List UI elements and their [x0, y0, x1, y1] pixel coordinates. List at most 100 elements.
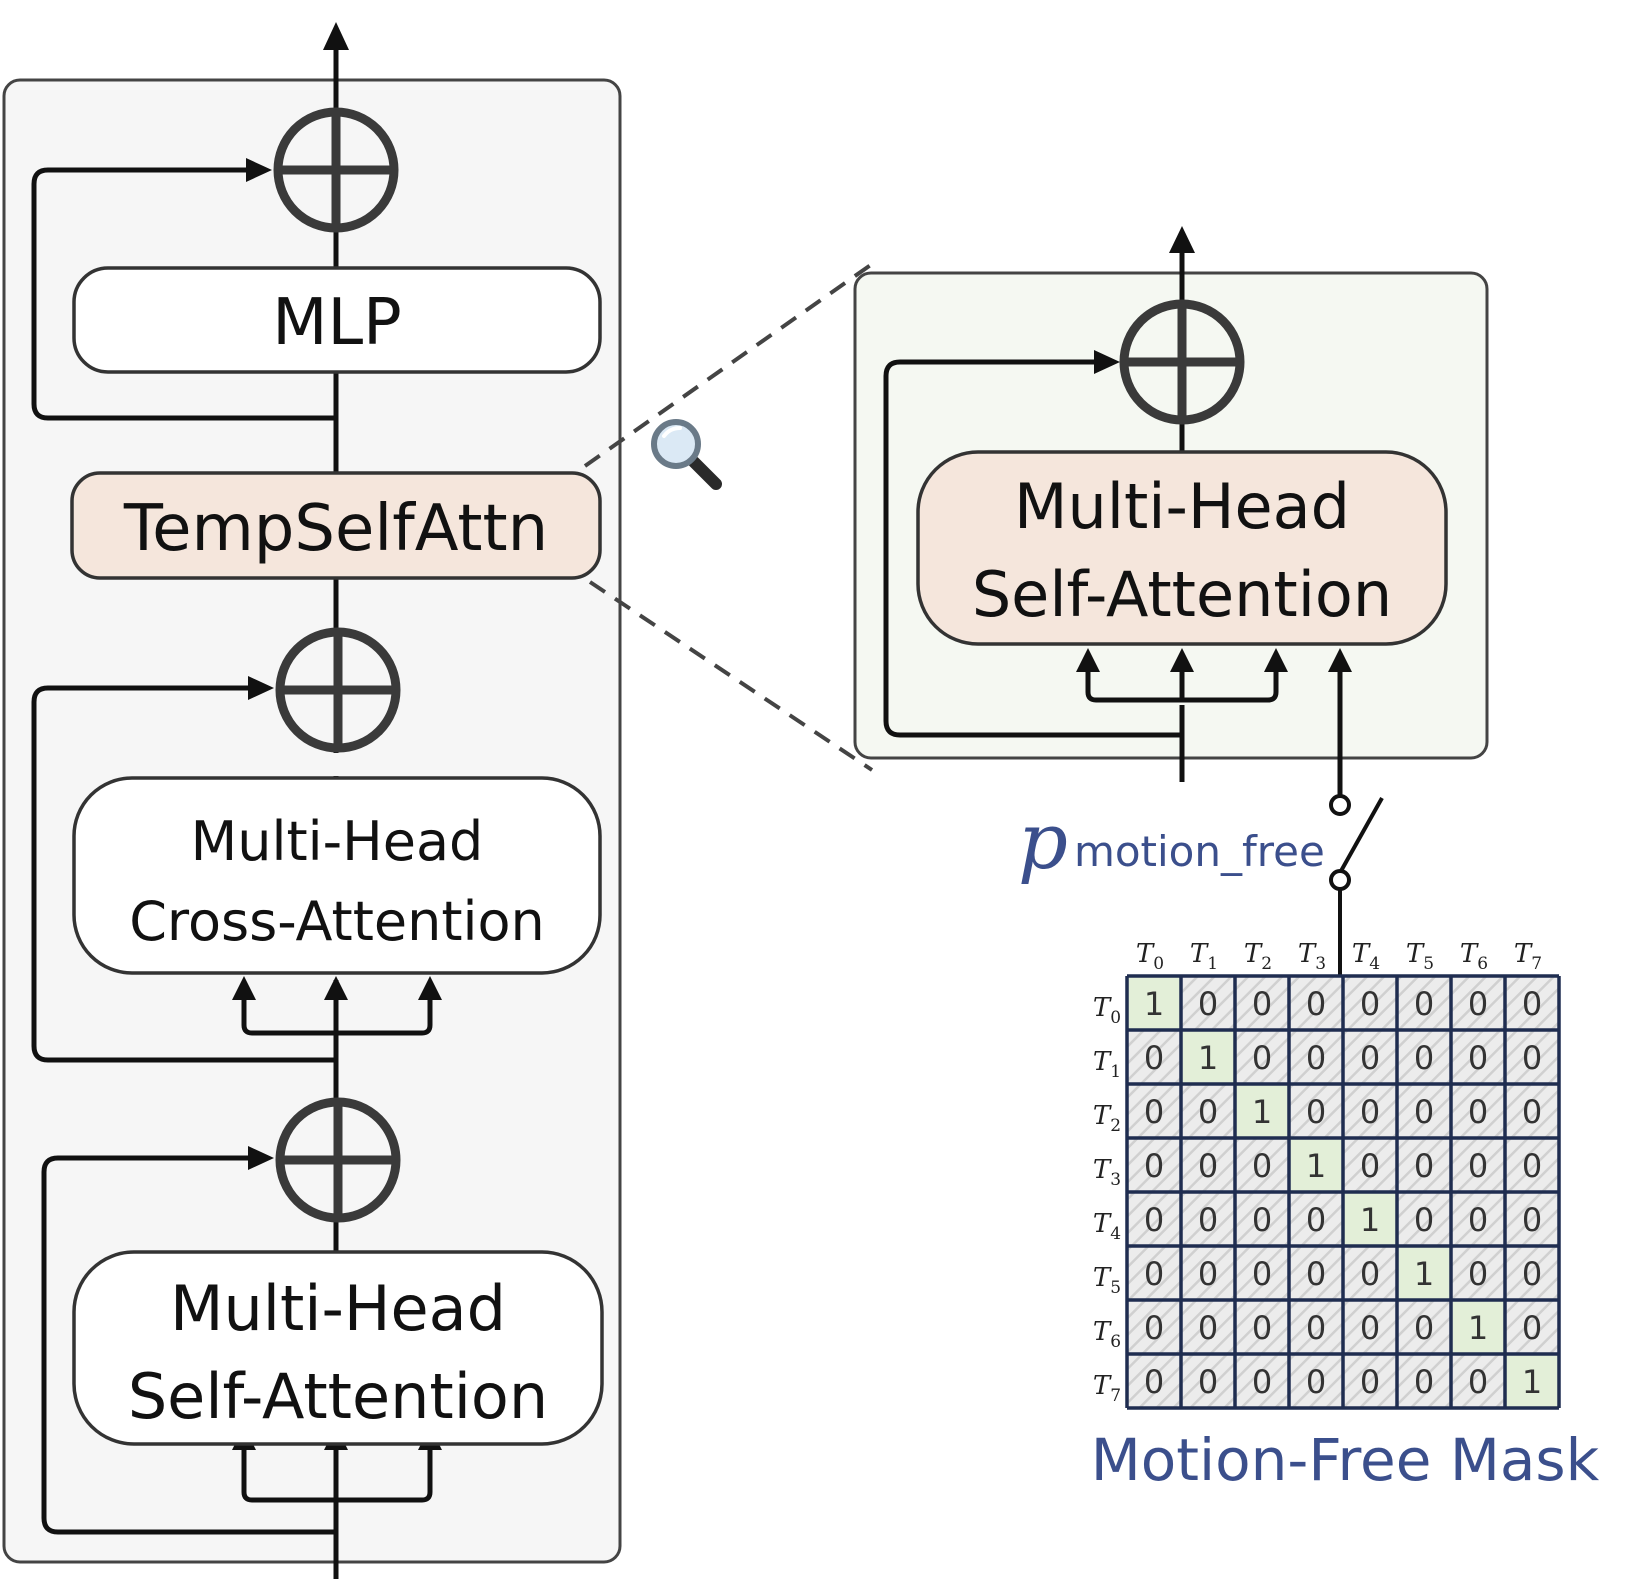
- mask-row-label: T7: [1093, 1371, 1121, 1406]
- mask-cell: [1235, 1354, 1289, 1408]
- mask-cell-value: 0: [1198, 1201, 1218, 1239]
- mask-cell-value: 0: [1360, 985, 1380, 1023]
- mask-cell-value: 0: [1306, 1363, 1326, 1401]
- mask-row-label: T1: [1093, 1047, 1121, 1082]
- mask-cell: [1289, 1192, 1343, 1246]
- mask-cell: [1235, 1246, 1289, 1300]
- mask-cell: [1397, 976, 1451, 1030]
- mask-cell: [1343, 1192, 1397, 1246]
- mask-cell: [1505, 1030, 1559, 1084]
- mask-cell-value: 1: [1252, 1093, 1272, 1131]
- mask-cell-value: 0: [1198, 985, 1218, 1023]
- zoom-input-arrows: [1076, 648, 1352, 798]
- mask-cell: [1397, 1246, 1451, 1300]
- mask-cell-value: 0: [1414, 1309, 1434, 1347]
- mask-cell: [1181, 1030, 1235, 1084]
- mask-cell: [1127, 1354, 1181, 1408]
- mask-cell-value: 0: [1306, 1309, 1326, 1347]
- mask-cell: [1127, 1300, 1181, 1354]
- mask-cell-value: 1: [1468, 1309, 1488, 1347]
- mask-cell: [1127, 1084, 1181, 1138]
- mask-title: Motion-Free Mask: [1091, 1426, 1600, 1494]
- mask-cell: [1397, 1192, 1451, 1246]
- mask-cell-value: 0: [1522, 1147, 1542, 1185]
- mask-cell-value: 0: [1198, 1255, 1218, 1293]
- mask-cell: [1127, 976, 1181, 1030]
- mask-cell: [1181, 1192, 1235, 1246]
- mask-cell-value: 0: [1144, 1363, 1164, 1401]
- mask-cell: [1343, 1246, 1397, 1300]
- mask-cell: [1451, 1354, 1505, 1408]
- mask-cell-value: 0: [1522, 985, 1542, 1023]
- mask-cell: [1181, 1138, 1235, 1192]
- left-skip-connections: [31, 158, 336, 1535]
- mask-cell-value: 0: [1198, 1309, 1218, 1347]
- mask-cell-value: 0: [1360, 1363, 1380, 1401]
- mask-cell: [1289, 1030, 1343, 1084]
- self-attention-block: [72, 1250, 604, 1446]
- mask-cell-value: 0: [1144, 1039, 1164, 1077]
- add-circle-middle: [275, 627, 401, 753]
- mask-cell-value: 0: [1252, 1363, 1272, 1401]
- mask-cell: [1289, 1246, 1343, 1300]
- mask-cell: [1451, 1030, 1505, 1084]
- mask-row-label: T0: [1093, 993, 1121, 1028]
- mask-cell-value: 1: [1414, 1255, 1434, 1293]
- mask-cell-value: 0: [1306, 1093, 1326, 1131]
- mask-cell: [1343, 1138, 1397, 1192]
- mlp-label: MLP: [272, 286, 401, 360]
- temp-self-attn-block: [70, 471, 602, 580]
- mask-cell: [1505, 1246, 1559, 1300]
- mask-cell-value: 0: [1522, 1201, 1542, 1239]
- mask-cell-value: 0: [1360, 1309, 1380, 1347]
- mask-cell-value: 0: [1360, 1147, 1380, 1185]
- mask-row-label: T4: [1093, 1209, 1121, 1244]
- mask-cell: [1289, 1138, 1343, 1192]
- mask-cell-value: 0: [1144, 1147, 1164, 1185]
- mask-col-label: T1: [1190, 939, 1218, 974]
- mask-cell-value: 0: [1360, 1255, 1380, 1293]
- temp-self-attn-label: TempSelfAttn: [123, 492, 548, 566]
- mask-cell-value: 1: [1198, 1039, 1218, 1077]
- mask-cell-value: 0: [1144, 1093, 1164, 1131]
- mask-row-label: T5: [1093, 1263, 1121, 1298]
- mask-cell: [1505, 1084, 1559, 1138]
- self-attention-label-line2: Self-Attention: [128, 1360, 548, 1433]
- mask-cell: [1505, 1138, 1559, 1192]
- mask-row-label: T3: [1093, 1155, 1121, 1190]
- mask-cell-value: 0: [1144, 1201, 1164, 1239]
- cross-attention-label-line1: Multi-Head: [191, 810, 484, 873]
- mask-cell-value: 0: [1468, 1255, 1488, 1293]
- mask-cell: [1343, 1300, 1397, 1354]
- mask-cell-value: 0: [1252, 1201, 1272, 1239]
- mask-cell: [1181, 1354, 1235, 1408]
- mask-cell-value: 0: [1468, 1039, 1488, 1077]
- mask-cell-value: 0: [1306, 1201, 1326, 1239]
- mask-cell: [1127, 1138, 1181, 1192]
- mask-cell-value: 0: [1522, 1309, 1542, 1347]
- mask-cell: [1235, 1084, 1289, 1138]
- mask-cell-value: 1: [1360, 1201, 1380, 1239]
- mask-cell-value: 0: [1252, 1309, 1272, 1347]
- mask-cell: [1451, 976, 1505, 1030]
- mask-cell-value: 0: [1252, 1147, 1272, 1185]
- mask-cell: [1289, 1084, 1343, 1138]
- self-attention-label-line1: Multi-Head: [170, 1272, 506, 1345]
- mask-cell: [1451, 1138, 1505, 1192]
- switch-probability-subscript: motion_free: [1074, 827, 1325, 876]
- mask-cell: [1397, 1084, 1451, 1138]
- mask-cell-value: 0: [1414, 985, 1434, 1023]
- zoom-trunk: [883, 226, 1195, 782]
- mask-cell-value: 0: [1198, 1093, 1218, 1131]
- mask-cell: [1505, 976, 1559, 1030]
- zoom-self-attention-label-line1: Multi-Head: [1014, 470, 1350, 543]
- mask-cell-value: 0: [1468, 1201, 1488, 1239]
- mask-cell-value: 0: [1468, 1363, 1488, 1401]
- mask-col-label: T6: [1460, 939, 1488, 974]
- mask-col-label: T0: [1136, 939, 1164, 974]
- mask-cell-value: 0: [1468, 1147, 1488, 1185]
- mask-cell-value: 0: [1252, 1039, 1272, 1077]
- mask-cell: [1181, 1246, 1235, 1300]
